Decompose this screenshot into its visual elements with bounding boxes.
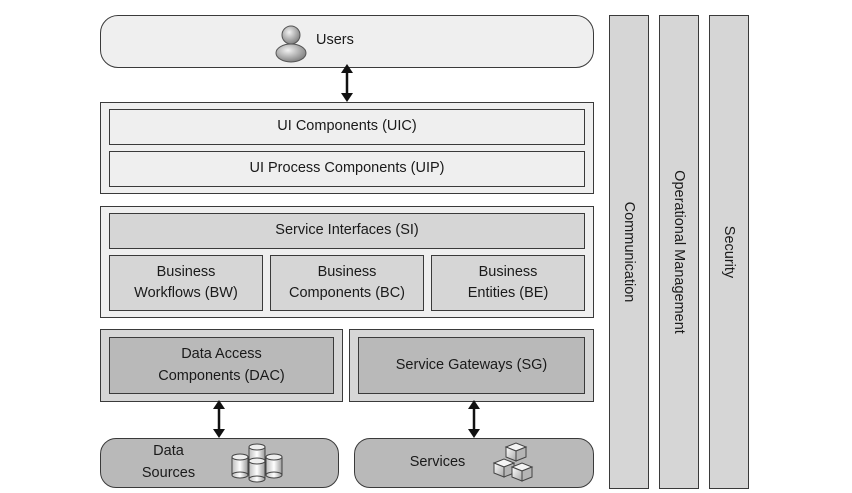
sg-services-arrow bbox=[468, 400, 480, 438]
business-entities-box: Business Entities (BE) bbox=[431, 255, 585, 311]
security-column: Security bbox=[709, 15, 749, 489]
data-sources-label: Data Sources bbox=[141, 443, 196, 481]
services-cubes-icon bbox=[492, 442, 534, 482]
presentation-layer: UI Components (UIC) UI Process Component… bbox=[100, 102, 594, 194]
business-workflows-box: Business Workflows (BW) bbox=[109, 255, 263, 311]
database-icon bbox=[231, 443, 283, 483]
users-box: Users bbox=[100, 15, 594, 68]
service-interfaces-box: Service Interfaces (SI) bbox=[109, 213, 585, 249]
service-agents-layer: Service Gateways (SG) bbox=[349, 329, 594, 402]
ui-components-box: UI Components (UIC) bbox=[109, 109, 585, 145]
ui-process-components-box: UI Process Components (UIP) bbox=[109, 151, 585, 187]
users-label: Users bbox=[316, 32, 354, 49]
dac-datasources-arrow bbox=[213, 400, 225, 438]
service-gateways-box: Service Gateways (SG) bbox=[358, 337, 585, 394]
data-access-components-box: Data Access Components (DAC) bbox=[109, 337, 334, 394]
communication-column: Communication bbox=[609, 15, 649, 489]
services-label: Services bbox=[409, 453, 466, 470]
services-box: Services bbox=[354, 438, 594, 488]
operational-management-label: Operational Management bbox=[671, 170, 687, 334]
security-label: Security bbox=[721, 225, 737, 279]
user-icon bbox=[275, 25, 307, 63]
communication-label: Communication bbox=[621, 201, 637, 303]
users-presentation-arrow bbox=[341, 64, 353, 102]
data-sources-box: Data Sources bbox=[100, 438, 339, 488]
business-layer: Service Interfaces (SI) Business Workflo… bbox=[100, 206, 594, 318]
business-components-box: Business Components (BC) bbox=[270, 255, 424, 311]
operational-management-column: Operational Management bbox=[659, 15, 699, 489]
data-access-layer: Data Access Components (DAC) bbox=[100, 329, 343, 402]
